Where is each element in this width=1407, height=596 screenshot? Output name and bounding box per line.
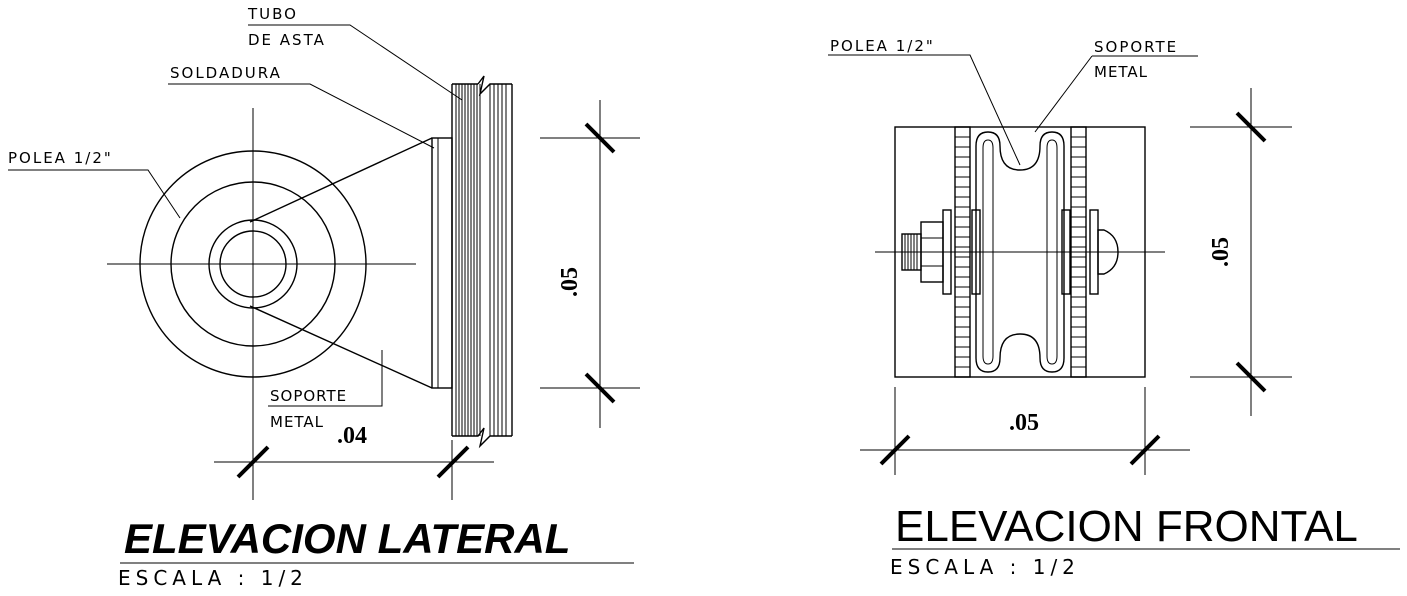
- lateral-scale: ESCALA : 1/2: [118, 566, 308, 590]
- bracket-top-line: [249, 137, 433, 223]
- pulley-outer-circle: [139, 150, 367, 378]
- lateral-elevation-view: TUBO DE ASTA SOLDADURA POLEA 1/2" SOPORT…: [8, 5, 640, 590]
- left-inner-washer: [971, 209, 981, 295]
- bolt-head: [1097, 229, 1119, 275]
- bolt-thread: [901, 233, 922, 271]
- polea-leader: [8, 169, 181, 219]
- soporte-front-label-line2: METAL: [1094, 63, 1148, 81]
- soldadura-label: SOLDADURA: [170, 64, 282, 82]
- frontal-vertical-dimension: .05: [1190, 88, 1292, 416]
- soporte-front-leader: [1034, 55, 1093, 133]
- polea-front-leader: [828, 54, 1021, 166]
- frontal-scale: ESCALA : 1/2: [890, 555, 1080, 579]
- soporte-label-line2: METAL: [270, 413, 324, 431]
- bracket-bottom-line: [249, 305, 433, 389]
- soporte-leader: [268, 350, 383, 407]
- pulley-bore-circle: [219, 230, 287, 298]
- soporte-label-line1: SOPORTE: [270, 387, 347, 405]
- polea-front-label: POLEA 1/2": [830, 37, 935, 55]
- soldadura-leader: [168, 83, 435, 149]
- right-side-plate: [1070, 126, 1087, 378]
- frontal-elevation-view: POLEA 1/2" SOPORTE METAL .05 .05 ELEVACI…: [828, 37, 1400, 579]
- pulley-wheel-front: [975, 131, 1065, 373]
- tubo-label-line1: TUBO: [247, 5, 298, 23]
- lateral-title: ELEVACION LATERAL: [124, 515, 570, 562]
- pulley-groove-circle: [170, 181, 336, 347]
- soporte-front-label-line1: SOPORTE: [1094, 38, 1178, 56]
- frontal-horizontal-dimension: .05: [860, 387, 1190, 475]
- tubo-label-line2: DE ASTA: [248, 31, 326, 49]
- bracket-plate: [431, 137, 453, 389]
- frontal-title: ELEVACION FRONTAL: [895, 502, 1358, 551]
- lateral-vertical-dim-value: .05: [557, 267, 583, 297]
- lateral-horizontal-dimension: .04: [214, 423, 494, 500]
- polea-label: POLEA 1/2": [8, 149, 113, 167]
- lateral-horizontal-dim-value: .04: [337, 423, 367, 449]
- right-inner-washer: [1061, 209, 1071, 295]
- flag-pole-pipe: [451, 75, 513, 449]
- frontal-horizontal-dim-value: .05: [1009, 410, 1039, 436]
- frontal-vertical-dim-value: .05: [1208, 237, 1234, 267]
- tubo-leader: [248, 24, 463, 101]
- lateral-vertical-dimension: .05: [540, 100, 640, 428]
- left-side-plate: [954, 126, 971, 378]
